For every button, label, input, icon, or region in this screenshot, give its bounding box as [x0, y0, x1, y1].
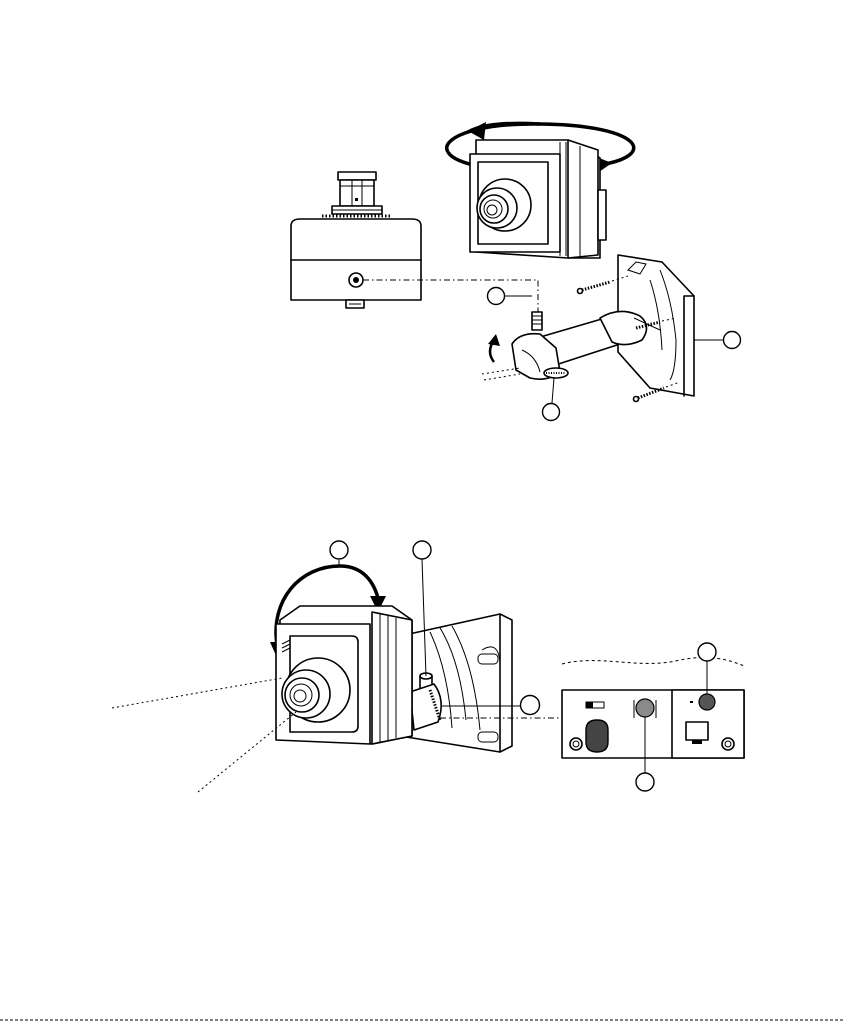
callout-lock-knob	[543, 378, 560, 421]
callout-wall-bracket	[694, 332, 741, 349]
rear-connector-panel	[562, 658, 744, 758]
camera-bottom-view	[291, 172, 421, 308]
lens-leader-upper	[112, 678, 282, 708]
wall-bracket	[482, 255, 694, 402]
camera-angled-view	[470, 140, 606, 258]
callout-mounting-screw	[488, 288, 533, 305]
callout-tilt	[330, 541, 348, 566]
bracket-side-view	[400, 614, 512, 752]
camera-tilted-view	[276, 606, 412, 744]
callout-rear-jack-right	[698, 643, 716, 694]
